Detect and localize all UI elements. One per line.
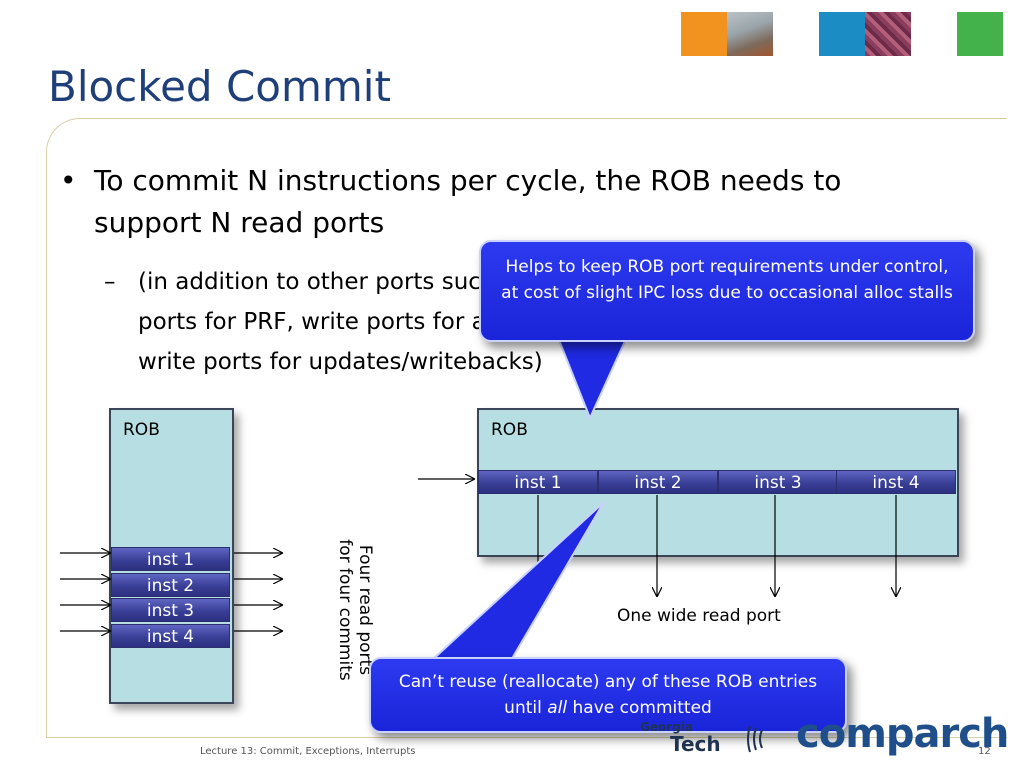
header-tile-photo-building: [727, 12, 773, 56]
callout-bottom-text: Can’t reuse (reallocate) any of these RO…: [385, 669, 831, 721]
page-number: 12: [978, 746, 991, 757]
rob-right-inst-1: inst 1: [478, 470, 598, 494]
slide-title: Blocked Commit: [48, 62, 391, 111]
slide-footer: Lecture 13: Commit, Exceptions, Interrup…: [200, 746, 416, 757]
bullet-marker: •: [60, 164, 77, 197]
callout-top: Helps to keep ROB port requirements unde…: [479, 240, 975, 342]
callout-bottom-text-emphasis: all: [547, 698, 568, 718]
callout-bottom-pointer: [427, 501, 605, 663]
rob-right-inst-4: inst 4: [836, 470, 956, 494]
callout-top-pointer: [553, 329, 632, 421]
bullet-sub-marker: –: [104, 269, 116, 295]
rob-left-inst-2: inst 2: [111, 573, 230, 597]
rob-right-inst-2: inst 2: [598, 470, 718, 494]
georgia-tech-mark-icon: [747, 725, 763, 753]
header-tile-blue: [819, 12, 865, 56]
georgia-tech-logo-line-1: Georgia: [640, 720, 693, 734]
header-tile-green: [957, 12, 1003, 56]
rob-left-inst-4: inst 4: [111, 624, 230, 648]
header-tile-orange: [681, 12, 727, 56]
bullet-main-text: To commit N instructions per cycle, the …: [94, 164, 842, 239]
content-frame: [46, 118, 1007, 738]
rob-left-inst-3: inst 3: [111, 598, 230, 622]
callout-top-text: Helps to keep ROB port requirements unde…: [501, 257, 953, 303]
rob-left-label: ROB: [123, 420, 160, 440]
georgia-tech-logo: Georgia Tech: [640, 720, 721, 754]
rob-right-label: ROB: [491, 420, 528, 440]
header-tile-photo-chip: [865, 12, 911, 56]
callout-bottom: Can’t reuse (reallocate) any of these RO…: [369, 657, 847, 733]
comparch-logo: comparch: [796, 711, 1009, 757]
one-wide-read-port-label: One wide read port: [617, 606, 781, 626]
georgia-tech-logo-line-2: Tech: [670, 732, 721, 756]
callout-bottom-text-pre: Can’t reuse (reallocate) any of these RO…: [398, 672, 818, 718]
callout-bottom-text-post: have committed: [567, 698, 712, 718]
rob-left-inst-1: inst 1: [111, 547, 230, 571]
